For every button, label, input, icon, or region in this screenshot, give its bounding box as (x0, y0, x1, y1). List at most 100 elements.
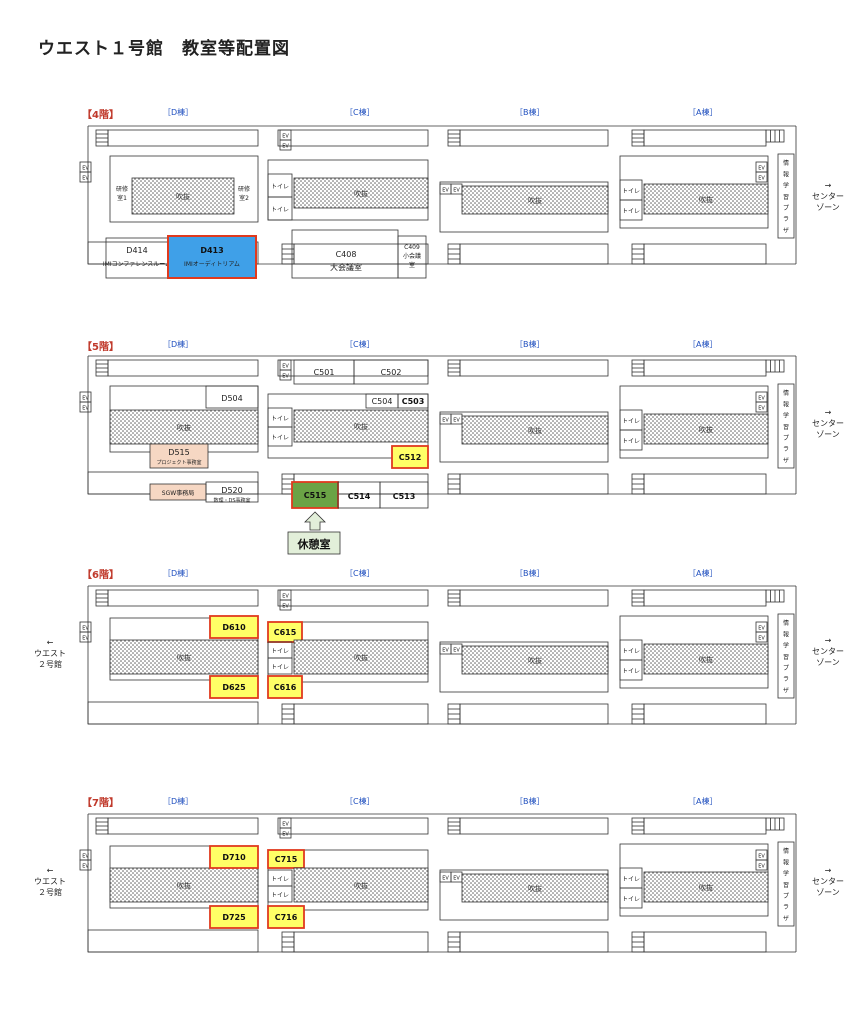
room-d520 (205, 481, 259, 503)
elevator-label: EV (442, 876, 449, 882)
d-wing-core (109, 155, 259, 223)
room-strip-c-top (277, 817, 429, 835)
room-strip-b-top (459, 359, 609, 377)
room-c515-label: C515 (304, 491, 327, 500)
wing-header: ［C棟］ (345, 340, 375, 349)
room-strip-c-bottom (293, 931, 429, 953)
arrow: → (824, 181, 832, 190)
label-line: ゾーン (816, 203, 840, 212)
room-c715 (267, 849, 305, 869)
atrium-label: 吹抜 (354, 422, 368, 431)
room-strip-b-top (459, 129, 609, 147)
toilet-room (619, 199, 643, 221)
atrium-label: 吹抜 (177, 423, 191, 432)
elevator-c-top (279, 827, 292, 839)
joho-plaza-char: 学 (783, 870, 789, 878)
wing-header: ［A棟］ (688, 108, 718, 117)
room-strip-b-bottom (459, 243, 609, 265)
elevator-label: EV (82, 406, 89, 412)
rest-room-label: 休憩室 (297, 537, 331, 551)
room-strip-a-top (643, 817, 767, 835)
joho-plaza (777, 841, 795, 927)
elevator-label: EV (453, 418, 460, 424)
room-strip-d-bottom (87, 929, 259, 953)
joho-plaza-char: 習 (783, 194, 789, 201)
room-c504-label: C504 (372, 397, 393, 406)
west2-label-6: ← ウエスト ２号館 (28, 637, 72, 670)
wing-header: ［C棟］ (345, 108, 375, 117)
joho-plaza-char: 情 (783, 847, 789, 855)
room-d610 (209, 615, 259, 639)
label-line: ２号館 (38, 660, 62, 669)
elevator-label: EV (442, 188, 449, 194)
kenshu-room-2: 室2 (239, 194, 249, 202)
room-d610-label: D610 (222, 623, 246, 632)
toilet-label: トイレ (622, 668, 640, 675)
elevator-c-top (279, 369, 292, 381)
rest-room-tag (287, 531, 341, 555)
joho-plaza-char: 情 (783, 389, 789, 397)
room-d413-name: IMIオーディトリアム (184, 260, 240, 268)
room-d414 (105, 237, 169, 279)
joho-plaza-char: 学 (783, 412, 789, 420)
arrow: → (824, 866, 832, 875)
elevator-a (755, 631, 768, 643)
room-strip-c-top (277, 589, 429, 607)
wing-header: ［D棟］ (163, 340, 194, 349)
elevator-label: EV (453, 648, 460, 654)
atrium-b (461, 645, 609, 675)
joho-plaza-char: 報 (783, 171, 789, 178)
elevator-label: EV (82, 636, 89, 642)
elevator-label: EV (758, 176, 765, 182)
room-d515 (149, 443, 209, 469)
room-strip-c-bottom (293, 243, 429, 265)
atrium-a (643, 871, 769, 903)
arrow: → (824, 408, 832, 417)
label-line: センター (812, 192, 844, 201)
room-strip-a-top (643, 589, 767, 607)
kenshu-room-1: 室1 (117, 194, 127, 202)
toilet-label: トイレ (622, 648, 640, 655)
atrium-label: 吹抜 (699, 883, 713, 892)
elevator-c-top (279, 599, 292, 611)
joho-plaza-char: 習 (783, 424, 789, 431)
wing-header: ［A棟］ (688, 797, 718, 806)
toilet-label: トイレ (271, 207, 289, 214)
room-d710 (209, 845, 259, 869)
elevator-a (755, 171, 768, 183)
room-d504-label: D504 (221, 394, 242, 403)
room-d414-name: IMIコンファレンスルーム (103, 261, 171, 268)
room-c513 (379, 481, 429, 509)
elevator-label: EV (82, 166, 89, 172)
toilet-room (267, 885, 293, 903)
atrium-c (293, 867, 429, 903)
arrow: → (824, 636, 832, 645)
elevator-label: EV (82, 396, 89, 402)
floor-label-7: 【7階】 (82, 798, 119, 809)
room-strip-a-top (643, 359, 767, 377)
room-strip-b-top (459, 589, 609, 607)
wing-header: ［D棟］ (163, 569, 194, 578)
room-c514-label: C514 (348, 492, 371, 501)
room-c409-name: 小会議 (403, 252, 421, 260)
toilet-room (267, 657, 293, 675)
room-strip-c-top (277, 129, 429, 147)
atrium-b (461, 415, 609, 445)
atrium-c (293, 639, 429, 675)
elevator-label: EV (758, 636, 765, 642)
toilet-label: トイレ (271, 184, 289, 191)
joho-plaza (777, 383, 795, 469)
atrium-label: 吹抜 (699, 195, 713, 204)
joho-plaza (777, 613, 795, 699)
wing-header: ［D棟］ (163, 797, 194, 806)
room-strip-a-bottom (643, 931, 767, 953)
room-c512 (391, 445, 429, 469)
room-strip-a-top (643, 129, 767, 147)
room-d625 (209, 675, 259, 699)
toilet-label: トイレ (271, 435, 289, 442)
joho-plaza-char: 報 (783, 859, 789, 866)
arrow: ← (46, 638, 54, 647)
toilet-room (267, 426, 293, 447)
elevator-label: EV (82, 626, 89, 632)
